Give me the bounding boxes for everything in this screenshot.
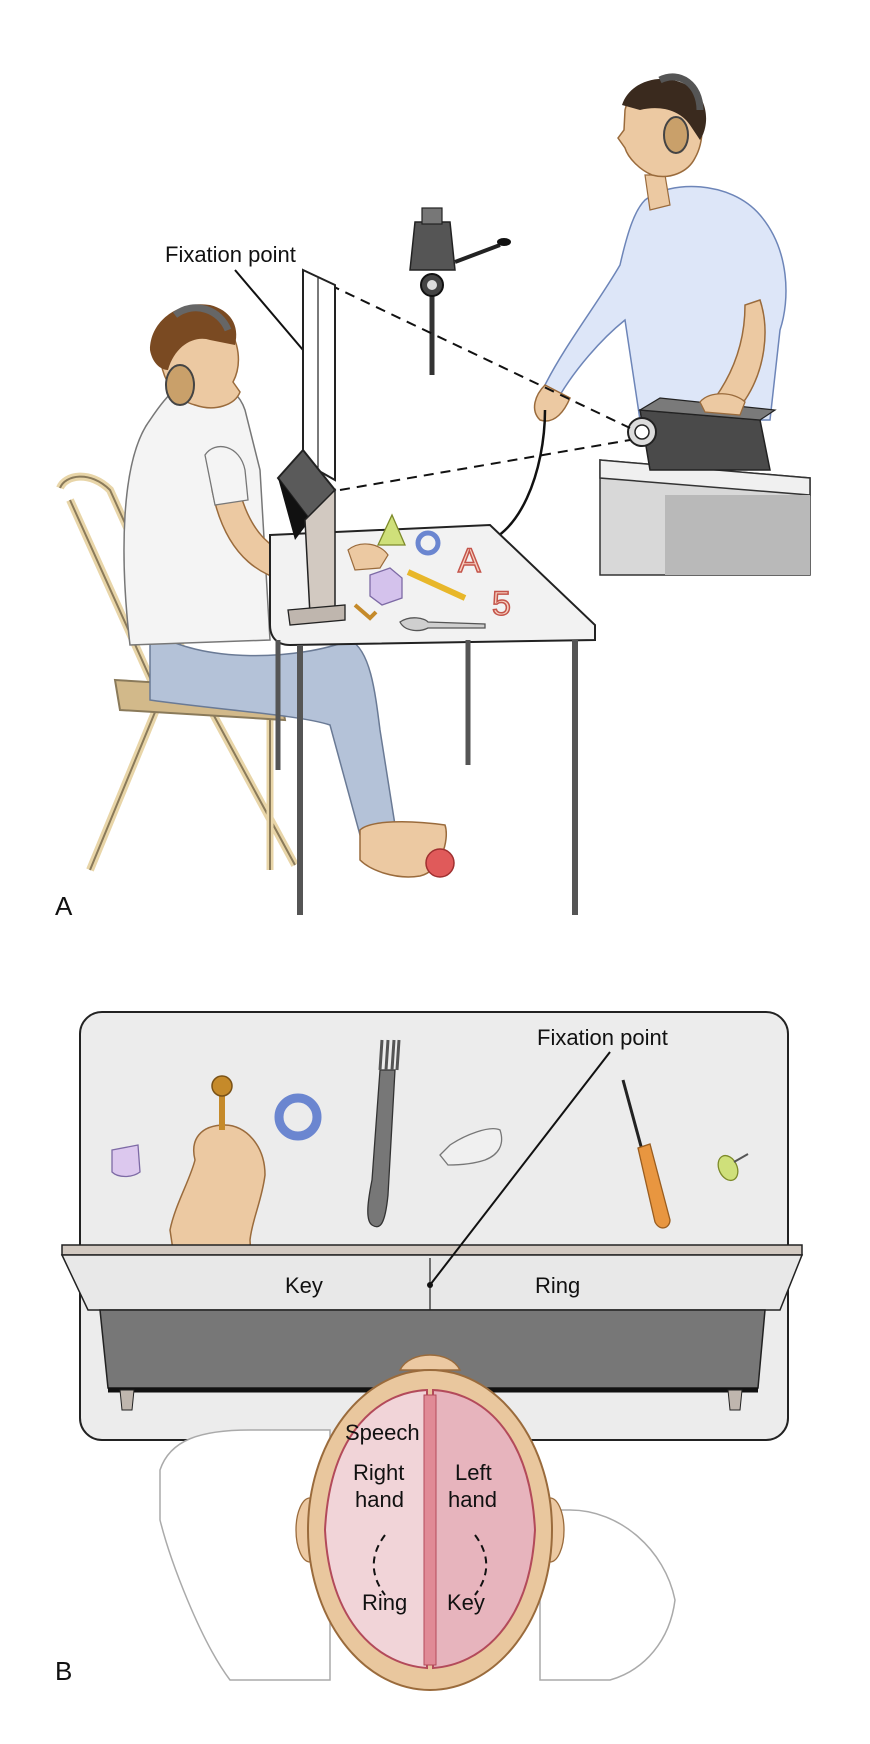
panel-a: Fixation point <box>55 73 811 921</box>
bottle-object <box>439 1128 503 1166</box>
screwdriver-object <box>621 1079 671 1229</box>
panel-a-letter: A <box>55 891 73 921</box>
brain-label-left-line2: hand <box>448 1487 497 1512</box>
panel-b: Key Ring Fixation point Speech Right han… <box>55 1011 804 1691</box>
projector-stand <box>599 459 811 576</box>
cup-object <box>111 1144 141 1178</box>
screen-apparatus <box>276 268 346 626</box>
brain-label-right-line2: hand <box>355 1487 404 1512</box>
brain-label-right-line1: Right <box>353 1460 404 1485</box>
number-5-object: 5 <box>492 585 511 623</box>
fixation-pointer-b <box>429 1051 611 1286</box>
screen-word-key: Key <box>285 1273 323 1298</box>
brain-label-speech: Speech <box>345 1420 420 1445</box>
subject-figure <box>123 304 455 878</box>
table-objects: A 5 <box>347 513 512 632</box>
ring-object-a <box>415 530 441 556</box>
fork-object <box>367 1039 401 1228</box>
screen-frame <box>60 1244 804 1411</box>
corpus-callosum <box>423 1394 437 1666</box>
pushpin-object <box>717 1153 749 1182</box>
fixation-point-label-a: Fixation point <box>165 242 296 267</box>
panel-b-letter: B <box>55 1656 72 1686</box>
screen-word-ring: Ring <box>535 1273 580 1298</box>
pencil-object <box>406 569 467 601</box>
fixation-point-label-b: Fixation point <box>537 1025 668 1050</box>
video-camera <box>409 207 511 375</box>
spoon-object <box>399 617 486 632</box>
projection-lines <box>329 284 631 491</box>
letter-a-object: A <box>458 542 481 580</box>
subject-shoulders <box>159 1429 676 1681</box>
brain-label-ring: Ring <box>362 1590 407 1615</box>
hidden-objects <box>111 1039 749 1229</box>
pyramid-object <box>376 513 406 546</box>
key-object-a <box>353 603 378 621</box>
experimenter-figure <box>533 73 787 422</box>
ring-object-b <box>274 1093 322 1141</box>
brain-label-key: Key <box>447 1590 485 1615</box>
head-top-view <box>295 1354 565 1691</box>
projector <box>627 393 777 471</box>
fixation-dot <box>427 1282 433 1288</box>
brain-label-left-line1: Left <box>455 1460 492 1485</box>
cube-object <box>369 567 403 606</box>
